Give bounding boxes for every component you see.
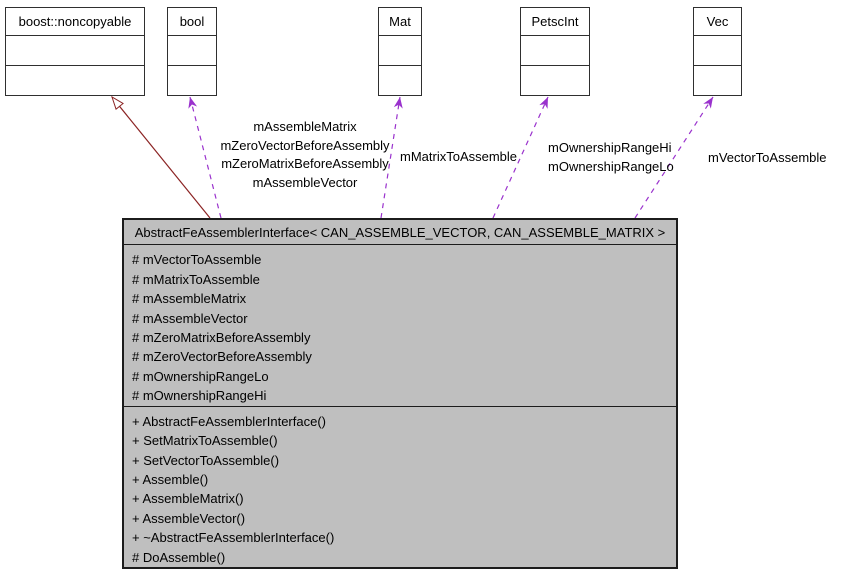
usage-edge-petscint bbox=[492, 96, 549, 219]
class-box-bool[interactable]: bool bbox=[167, 7, 217, 96]
class-name-mat[interactable]: Mat bbox=[389, 14, 411, 29]
attribute-row: # mOwnershipRangeHi bbox=[132, 388, 267, 404]
main-class-title: AbstractFeAssemblerInterface< CAN_ASSEMB… bbox=[134, 224, 666, 240]
edge-label-line: mOwnershipRangeHi bbox=[548, 140, 672, 155]
edge-label-vec-member: mVectorToAssemble bbox=[708, 150, 827, 165]
edge-label-line: mOwnershipRangeLo bbox=[548, 158, 674, 174]
attribute-row: # mAssembleMatrix bbox=[132, 291, 247, 307]
edge-label-petscint-members: mOwnershipRangeHi mOwnershipRangeLo bbox=[548, 139, 674, 176]
empty-methods-compartment bbox=[168, 65, 216, 95]
method-row: + AbstractFeAssemblerInterface() bbox=[132, 413, 326, 429]
edge-label-mat-member: mMatrixToAssemble bbox=[400, 149, 518, 164]
attribute-row: # mAssembleVector bbox=[132, 310, 248, 326]
empty-attributes-compartment bbox=[379, 35, 421, 65]
method-row: + Assemble() bbox=[132, 471, 209, 487]
attribute-row: # mMatrixToAssemble bbox=[132, 271, 260, 287]
class-box-abstract-fe-assembler-interface: AbstractFeAssemblerInterface< CAN_ASSEMB… bbox=[122, 218, 678, 569]
empty-methods-compartment bbox=[379, 65, 421, 95]
edge-label-bool-members: mAssembleMatrix mZeroVectorBeforeAssembl… bbox=[180, 118, 430, 192]
class-name-petscint[interactable]: PetscInt bbox=[531, 14, 579, 29]
method-row: + SetMatrixToAssemble() bbox=[132, 433, 278, 449]
method-row: + SetVectorToAssemble() bbox=[132, 452, 280, 468]
empty-methods-compartment bbox=[6, 65, 144, 95]
inheritance-edge-boost-noncopyable bbox=[111, 95, 211, 219]
empty-attributes-compartment bbox=[6, 35, 144, 65]
method-row: + AssembleVector() bbox=[132, 510, 246, 526]
empty-attributes-compartment bbox=[694, 35, 741, 65]
attribute-row: # mZeroMatrixBeforeAssembly bbox=[132, 329, 311, 345]
attribute-row: # mZeroVectorBeforeAssembly bbox=[132, 349, 312, 365]
class-name-vec[interactable]: Vec bbox=[706, 14, 729, 29]
empty-methods-compartment bbox=[521, 65, 589, 95]
usage-edge-vec bbox=[634, 96, 714, 219]
class-box-petscint[interactable]: PetscInt bbox=[520, 7, 590, 96]
attribute-row: # mOwnershipRangeLo bbox=[132, 368, 269, 384]
edge-label-line: mAssembleVector bbox=[252, 174, 358, 190]
method-row: + ~AbstractFeAssemblerInterface() bbox=[132, 530, 335, 546]
usage-edge-mat bbox=[380, 96, 403, 219]
method-row: # DoAssemble() bbox=[132, 549, 226, 565]
empty-methods-compartment bbox=[694, 65, 741, 95]
class-box-vec[interactable]: Vec bbox=[693, 7, 742, 96]
empty-attributes-compartment bbox=[168, 35, 216, 65]
main-class-attributes: # mVectorToAssemble # mMatrixToAssemble … bbox=[124, 244, 676, 405]
main-class-methods: + AbstractFeAssemblerInterface() + SetMa… bbox=[124, 405, 676, 567]
class-name-bool[interactable]: bool bbox=[179, 14, 205, 29]
method-row: + AssembleMatrix() bbox=[132, 491, 244, 507]
edge-label-line: mZeroVectorBeforeAssembly bbox=[220, 137, 390, 153]
attribute-row: # mVectorToAssemble bbox=[132, 252, 262, 268]
edge-label-line: mAssembleMatrix bbox=[253, 119, 357, 134]
edge-label-line: mZeroMatrixBeforeAssembly bbox=[221, 156, 389, 172]
class-box-mat[interactable]: Mat bbox=[378, 7, 422, 96]
class-box-boost-noncopyable[interactable]: boost::noncopyable bbox=[5, 7, 145, 96]
class-name-boost-noncopyable[interactable]: boost::noncopyable bbox=[18, 14, 132, 29]
empty-attributes-compartment bbox=[521, 35, 589, 65]
usage-edge-bool bbox=[188, 96, 222, 219]
